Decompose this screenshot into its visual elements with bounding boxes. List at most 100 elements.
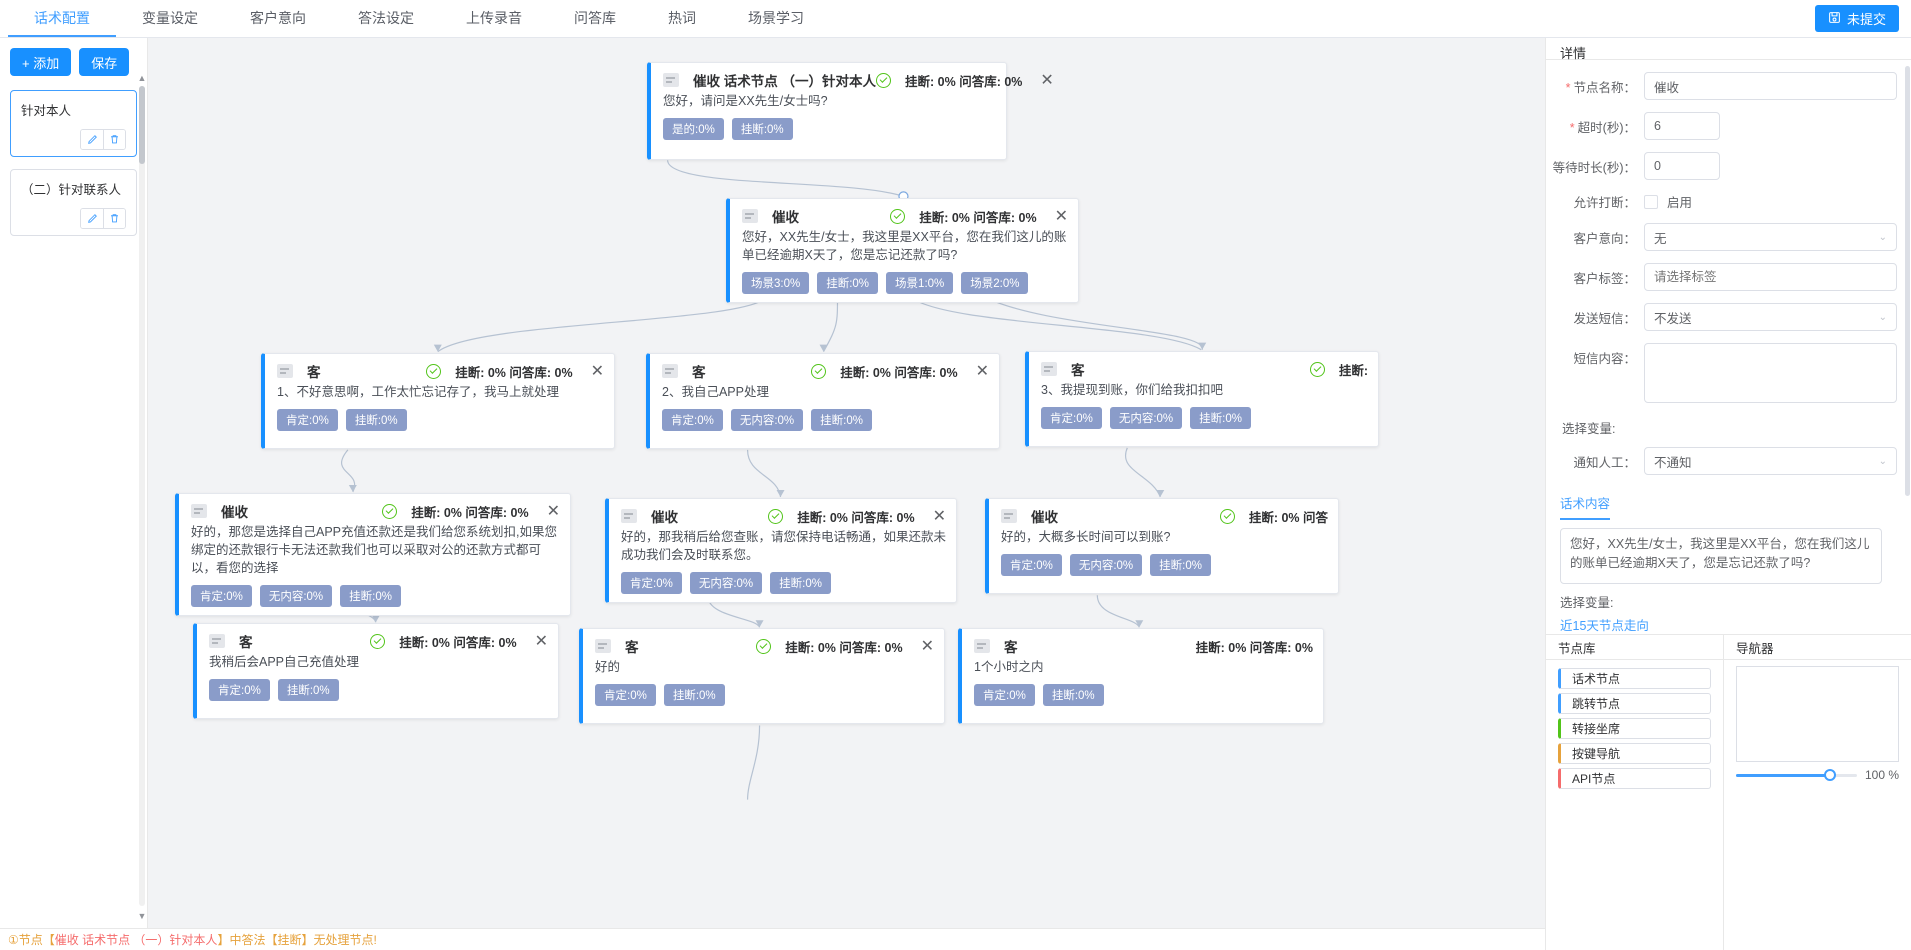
sms-body-textarea[interactable]: [1644, 343, 1897, 403]
close-icon[interactable]: ✕: [1054, 206, 1068, 225]
flow-node[interactable]: 客挂断: 0% 问答库: 0%✕1、不好意思啊，工作太忙忘记存了，我马上就处理肯…: [261, 353, 615, 449]
answer-tag[interactable]: 挂断:0%: [663, 684, 725, 707]
customer-intent-select[interactable]: 无 ⌄: [1644, 223, 1897, 251]
customer-tag-input[interactable]: [1644, 263, 1897, 291]
nav-tab-2[interactable]: 客户意向: [250, 9, 306, 26]
select-variable-label-1: 选择变量:: [1562, 422, 1616, 436]
answer-tag[interactable]: 无内容:0%: [730, 409, 804, 432]
answer-tag[interactable]: 场景2:0%: [961, 272, 1029, 295]
answer-tag[interactable]: 肯定:0%: [209, 679, 270, 702]
answer-tag[interactable]: 肯定:0%: [974, 684, 1035, 707]
nav-tab-3[interactable]: 答法设定: [358, 9, 414, 26]
answer-tag[interactable]: 肯定:0%: [662, 409, 723, 432]
node-name-input[interactable]: [1644, 72, 1897, 100]
pencil-icon[interactable]: [81, 130, 103, 149]
wait-duration-input[interactable]: [1644, 152, 1720, 180]
add-flow-button[interactable]: + 添加: [10, 48, 72, 76]
answer-tag[interactable]: 无内容:0%: [1069, 554, 1143, 577]
details-scrollbar[interactable]: [1905, 66, 1910, 496]
close-icon[interactable]: ✕: [590, 361, 604, 380]
library-item-1[interactable]: 跳转节点: [1558, 693, 1711, 714]
answer-tag[interactable]: 肯定:0%: [1001, 554, 1062, 577]
flow-node[interactable]: 催收挂断: 0% 问答好的，大概多长时间可以到账?肯定:0%无内容:0%挂断:0…: [985, 498, 1339, 594]
answer-tag[interactable]: 挂断:0%: [731, 118, 793, 141]
pencil-icon[interactable]: [81, 209, 103, 228]
answer-tag[interactable]: 场景3:0%: [742, 272, 810, 295]
answer-tag[interactable]: 肯定:0%: [1041, 407, 1102, 430]
details-panel-title: 详情: [1546, 38, 1911, 61]
node-title: 催收: [772, 210, 799, 225]
trash-icon[interactable]: [103, 130, 125, 149]
nav-tab-4[interactable]: 上传录音: [466, 9, 522, 26]
answer-tag[interactable]: 场景1:0%: [886, 272, 954, 295]
trash-icon[interactable]: [103, 209, 125, 228]
nav-tab-6[interactable]: 热词: [668, 9, 696, 26]
nav-tab-1[interactable]: 变量设定: [142, 9, 198, 26]
flow-node[interactable]: 客挂断: 0% 问答库: 0%✕好的肯定:0%挂断:0%: [579, 628, 945, 724]
answer-tag[interactable]: 挂断:0%: [770, 572, 831, 595]
answer-tag[interactable]: 挂断:0%: [1042, 684, 1104, 707]
answer-tag[interactable]: 肯定:0%: [621, 572, 682, 595]
answer-tag[interactable]: 挂断:0%: [817, 272, 879, 295]
sidebar-scroll-thumb[interactable]: [139, 86, 145, 164]
close-icon[interactable]: ✕: [920, 636, 934, 655]
send-sms-select[interactable]: 不发送 ⌄: [1644, 303, 1897, 331]
flow-node[interactable]: 客挂断: 0% 问答库: 0%1个小时之内肯定:0%挂断:0%: [958, 628, 1324, 724]
sidebar-scrollbar[interactable]: [139, 86, 145, 906]
close-icon[interactable]: ✕: [534, 631, 548, 650]
library-item-4[interactable]: API节点: [1558, 768, 1711, 789]
field-customer-tag: 客户标签：: [1552, 263, 1897, 291]
flow-node[interactable]: 催收挂断: 0% 问答库: 0%✕您好，XX先生/女士，我这里是XX平台，您在我…: [726, 198, 1079, 304]
notify-agent-label: 通知人工：: [1573, 455, 1636, 470]
flow-card-1[interactable]: （二）针对联系人: [10, 169, 137, 236]
answer-tag[interactable]: 肯定:0%: [277, 409, 338, 432]
flow-node[interactable]: 客挂断: 0% 问答库: 0%✕2、我自己APP处理肯定:0%无内容:0%挂断:…: [646, 353, 1000, 449]
submit-status-button[interactable]: 未提交: [1814, 5, 1899, 32]
tab-speech-content[interactable]: 话术内容: [1560, 493, 1611, 520]
nav-tab-7[interactable]: 场景学习: [748, 9, 804, 26]
flow-canvas-container[interactable]: 催收 话术节点 （一）针对本人挂断: 0% 问答库: 0%✕您好，请问是XX先生…: [148, 38, 1545, 950]
close-icon[interactable]: ✕: [975, 361, 989, 380]
node-stats: 挂断: 0% 问答库: 0%: [840, 365, 958, 380]
answer-tag[interactable]: 是的:0%: [663, 118, 724, 141]
allow-interrupt-checkbox[interactable]: [1644, 194, 1658, 209]
answer-tag[interactable]: 肯定:0%: [191, 585, 252, 608]
flow-card-0[interactable]: 针对本人: [10, 90, 137, 157]
flow-node[interactable]: 催收挂断: 0% 问答库: 0%✕好的，那我稍后给您查账，请您保持电话畅通，如果…: [605, 498, 957, 604]
answer-tag[interactable]: 挂断:0%: [345, 409, 407, 432]
close-icon[interactable]: ✕: [932, 506, 946, 525]
answer-tag[interactable]: 无内容:0%: [259, 585, 333, 608]
timeout-label: *超时(秒)：: [1569, 120, 1636, 135]
nav-tab-5[interactable]: 问答库: [574, 9, 616, 26]
flow-node[interactable]: 客挂断: 0% 问答库: 0%✕我稍后会APP自己充值处理肯定:0%挂断:0%: [193, 623, 559, 719]
answer-tag[interactable]: 肯定:0%: [595, 684, 656, 707]
zoom-slider-knob[interactable]: [1824, 769, 1837, 781]
node-trend-link[interactable]: 近15天节点走向: [1560, 619, 1649, 633]
answer-tag[interactable]: 挂断:0%: [277, 679, 339, 702]
timeout-input[interactable]: [1644, 112, 1720, 140]
sidebar-scroll-down-icon[interactable]: ▼: [137, 911, 147, 921]
node-type-icon: [209, 634, 225, 648]
answer-tag[interactable]: 无内容:0%: [689, 572, 763, 595]
save-flow-button[interactable]: 保存: [79, 48, 130, 76]
sidebar-scroll-up-icon[interactable]: ▲: [137, 73, 147, 83]
library-item-3[interactable]: 按键导航: [1558, 743, 1711, 764]
answer-tag[interactable]: 挂断:0%: [811, 409, 872, 432]
answer-tag[interactable]: 无内容:0%: [1109, 407, 1183, 430]
zoom-slider[interactable]: [1736, 769, 1857, 781]
notify-agent-select[interactable]: 不通知 ⌄: [1644, 447, 1897, 475]
library-item-0[interactable]: 话术节点: [1558, 668, 1711, 689]
answer-tag[interactable]: 挂断:0%: [1190, 407, 1251, 430]
flow-node[interactable]: 催收 话术节点 （一）针对本人挂断: 0% 问答库: 0%✕您好，请问是XX先生…: [647, 62, 1054, 160]
flow-canvas[interactable]: 催收 话术节点 （一）针对本人挂断: 0% 问答库: 0%✕您好，请问是XX先生…: [148, 38, 1545, 950]
speech-content-textarea[interactable]: 您好，XX先生/女士，我这里是XX平台，您在我们这儿的账单已经逾期X天了，您是忘…: [1560, 528, 1882, 584]
answer-tag[interactable]: 挂断:0%: [1150, 554, 1211, 577]
flow-node[interactable]: 催收挂断: 0% 问答库: 0%✕好的，那您是选择自己APP充值还款还是我们给您…: [175, 493, 571, 617]
library-item-2[interactable]: 转接坐席: [1558, 718, 1711, 739]
close-icon[interactable]: ✕: [1040, 70, 1054, 89]
close-icon[interactable]: ✕: [546, 501, 560, 520]
flow-node[interactable]: 客挂断:3、我提现到账，你们给我扣扣吧肯定:0%无内容:0%挂断:0%: [1025, 351, 1379, 447]
navigator-minimap[interactable]: [1736, 666, 1899, 762]
answer-tag[interactable]: 挂断:0%: [340, 585, 401, 608]
nav-tab-0[interactable]: 话术配置: [8, 0, 116, 37]
